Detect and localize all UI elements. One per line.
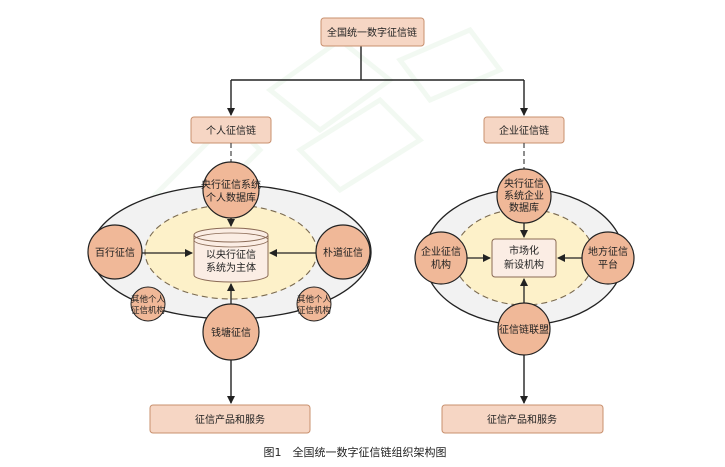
left-output-box: [149, 404, 311, 434]
left-small-circle-right: [296, 286, 332, 322]
left-left-circle-label: 百行征信: [95, 246, 135, 259]
left-left-circle: [87, 224, 143, 280]
right-output-label: 征信产品和服务: [487, 413, 557, 426]
left-small-left-line2: 征信机构: [131, 305, 165, 316]
left-bottom-circle-label: 钱塘征信: [211, 326, 251, 339]
left-center-line2: 系统为主体: [206, 261, 256, 274]
left-center-line1: 以央行征信: [206, 248, 256, 261]
left-top-circle-line2: 个人数据库: [206, 191, 256, 204]
left-chain-label: 个人征信链: [206, 124, 256, 137]
right-bottom-circle-label: 征信链联盟: [499, 323, 549, 336]
left-right-circle-label: 朴道征信: [323, 246, 363, 259]
right-chain-label: 企业征信链: [499, 124, 549, 137]
right-center-line1: 市场化: [509, 244, 539, 257]
right-left-circle-line2: 机构: [431, 258, 451, 271]
left-top-circle: [202, 161, 260, 219]
right-top-circle: [496, 168, 552, 224]
top-node-box: [320, 17, 425, 47]
right-right-circle: [581, 231, 635, 285]
right-top-circle-line1: 央行征信: [504, 177, 544, 190]
left-small-right-line1: 其他个人: [297, 294, 332, 305]
left-top-circle-line1: 央行征信系统: [201, 178, 261, 191]
left-small-circle-left: [130, 286, 166, 322]
right-right-circle-line2: 平台: [598, 258, 618, 271]
top-node-label: 全国统一数字征信链: [327, 26, 417, 39]
right-top-circle-line3: 数据库: [509, 201, 539, 214]
left-small-right-line2: 征信机构: [297, 305, 331, 316]
figure-caption: 图1 全国统一数字征信链组织架构图: [264, 445, 447, 459]
right-left-circle-line1: 企业征信: [421, 245, 461, 258]
left-small-left-line1: 其他个人: [131, 294, 166, 305]
right-top-circle-line2: 系统企业: [504, 189, 544, 202]
right-center-box: [491, 238, 557, 278]
left-database-cylinder: [193, 227, 269, 283]
left-right-circle: [315, 224, 371, 280]
left-output-label: 征信产品和服务: [195, 413, 265, 426]
right-left-circle: [414, 231, 468, 285]
right-output-box: [441, 404, 604, 434]
right-right-circle-line1: 地方征信: [588, 245, 628, 258]
right-center-line2: 新设机构: [504, 258, 544, 271]
